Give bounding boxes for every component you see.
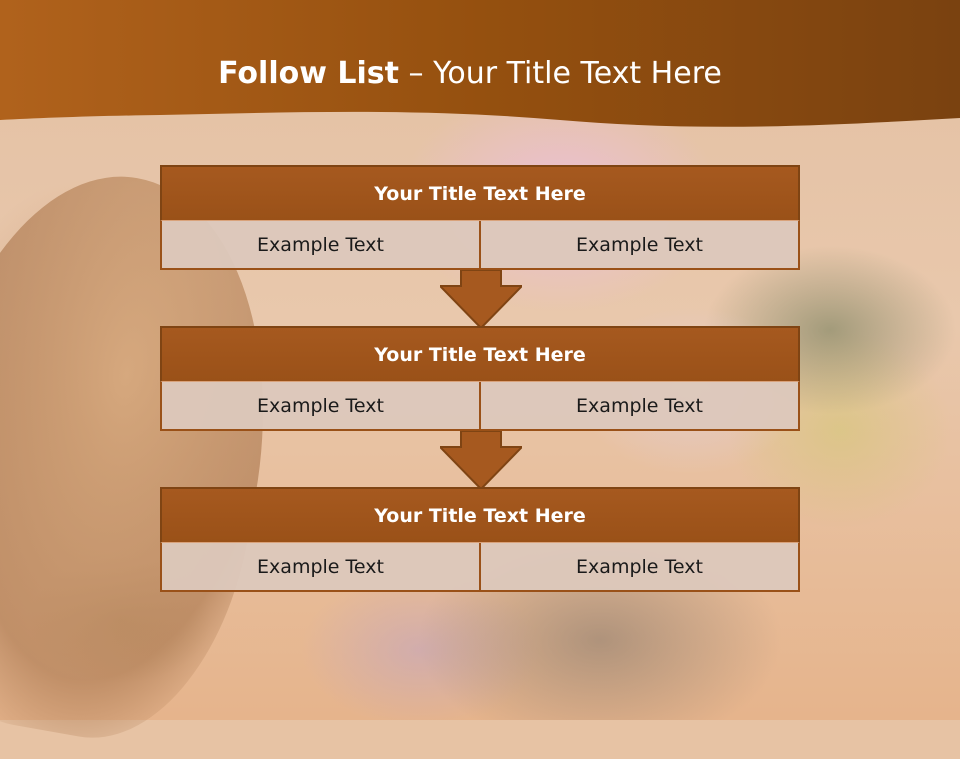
box-cell-right: Example Text [479,221,798,268]
header-banner [0,0,960,127]
list-box-2: Your Title Text Here Example Text Exampl… [160,326,800,431]
down-arrow-icon [440,270,522,328]
box-title: Your Title Text Here [160,165,800,221]
box-cell-left: Example Text [162,382,479,429]
box-title: Your Title Text Here [160,326,800,382]
down-arrow-icon [440,431,522,489]
slide-title-bold: Follow List [218,56,399,91]
slide-title: Follow List – Your Title Text Here [0,56,940,91]
box-cell-left: Example Text [162,221,479,268]
box-row: Example Text Example Text [160,543,800,592]
list-box-3: Your Title Text Here Example Text Exampl… [160,487,800,592]
list-box-1: Your Title Text Here Example Text Exampl… [160,165,800,270]
box-title: Your Title Text Here [160,487,800,543]
box-cell-left: Example Text [162,543,479,590]
box-cell-right: Example Text [479,382,798,429]
box-row: Example Text Example Text [160,221,800,270]
box-row: Example Text Example Text [160,382,800,431]
slide-title-rest: – Your Title Text Here [408,56,722,91]
box-cell-right: Example Text [479,543,798,590]
